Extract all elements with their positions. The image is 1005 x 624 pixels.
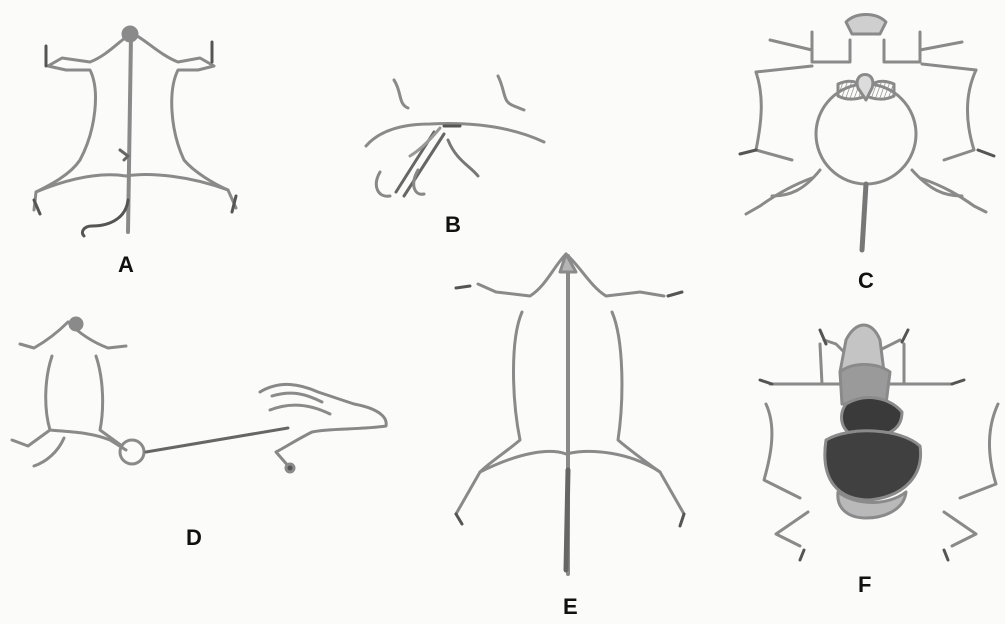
panel-d-illustration (12, 318, 386, 472)
panel-label-c: C (858, 270, 874, 292)
panel-e-illustration (456, 254, 684, 574)
panel-label-f: F (858, 574, 871, 596)
panel-c-illustration (740, 15, 994, 251)
panel-f-illustration (760, 325, 998, 560)
panel-b-illustration (366, 76, 544, 196)
panel-label-e: E (563, 596, 578, 618)
panel-label-b: B (445, 214, 461, 236)
panel-a-illustration (34, 27, 236, 236)
panel-label-a: A (118, 254, 134, 276)
panel-label-d: D (186, 527, 202, 549)
